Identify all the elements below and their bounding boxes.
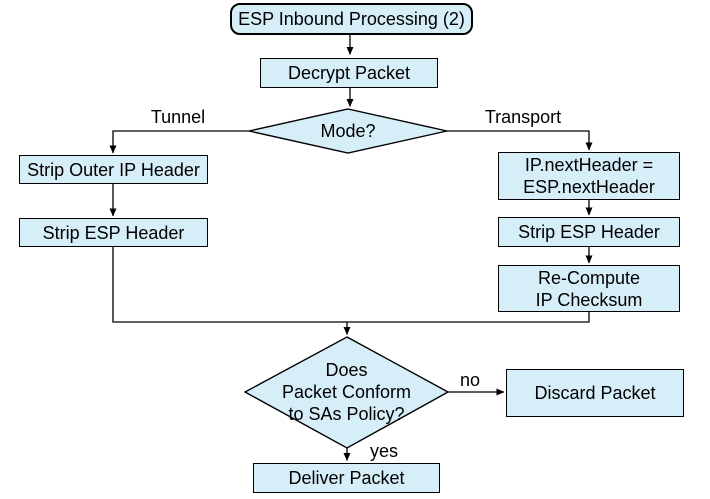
- node-policy-decision-label: Does Packet Conform to SAs Policy?: [245, 359, 448, 425]
- connector-merge-line: [112, 247, 590, 323]
- policy-line2: Packet Conform: [281, 382, 412, 402]
- node-strip-esp-header-tunnel: Strip ESP Header: [19, 218, 208, 247]
- node-strip-esp-header-transport: Strip ESP Header: [498, 217, 680, 247]
- node-deliver-packet-label: Deliver Packet: [288, 468, 405, 488]
- node-strip-outer-ip-header: Strip Outer IP Header: [19, 155, 208, 184]
- edge-label-yes: yes: [369, 441, 398, 461]
- node-ip-nextheader: IP.nextHeader = ESP.nextHeader: [498, 152, 680, 200]
- policy-decision-shape: [243, 336, 450, 449]
- connector-mode-tunnel: [109, 130, 249, 154]
- node-recompute-ip-checksum: Re-Compute IP Checksum: [498, 265, 680, 312]
- edge-label-no: no: [459, 370, 481, 390]
- node-ip-nextheader-line2: ESP.nextHeader: [523, 177, 655, 197]
- node-recompute-line1: Re-Compute: [537, 267, 641, 288]
- node-ip-nextheader-line1: IP.nextHeader =: [524, 155, 654, 175]
- edge-label-transport: Transport: [484, 107, 562, 127]
- edge-label-tunnel: Tunnel: [150, 107, 206, 127]
- node-recompute-line2: IP Checksum: [535, 289, 643, 310]
- node-discard-packet-label: Discard Packet: [534, 383, 656, 403]
- node-decrypt-packet: Decrypt Packet: [260, 58, 438, 88]
- node-decrypt-packet-label: Decrypt Packet: [287, 63, 411, 83]
- connector-mode-transport: [447, 130, 593, 151]
- policy-line1: Does: [325, 360, 368, 380]
- policy-line3: to SAs Policy?: [288, 404, 405, 424]
- node-mode-decision-label: Mode?: [320, 121, 376, 141]
- node-strip-esp-header-tunnel-label: Strip ESP Header: [42, 222, 185, 243]
- node-start-label: ESP Inbound Processing (2): [238, 9, 465, 29]
- node-deliver-packet: Deliver Packet: [253, 463, 440, 493]
- node-discard-packet: Discard Packet: [506, 369, 684, 417]
- mode-decision-shape: [248, 108, 448, 154]
- node-start: ESP Inbound Processing (2): [230, 3, 473, 35]
- node-strip-outer-ip-header-label: Strip Outer IP Header: [27, 159, 200, 180]
- node-strip-esp-header-transport-label: Strip ESP Header: [518, 222, 660, 242]
